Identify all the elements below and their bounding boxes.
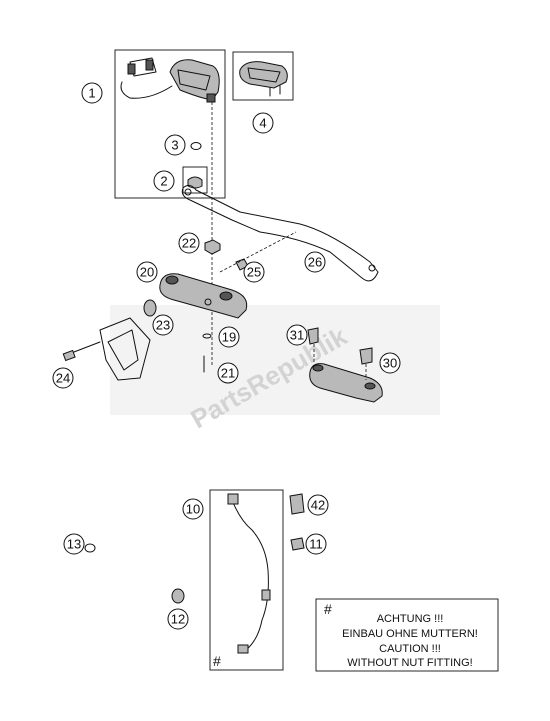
callout-22: 22 bbox=[178, 232, 200, 254]
svg-text:21: 21 bbox=[221, 366, 235, 381]
warning-line-2: EINBAU OHNE MUTTERN! bbox=[342, 628, 478, 640]
svg-text:25: 25 bbox=[247, 265, 261, 280]
warning-hash-mark: # bbox=[324, 601, 332, 617]
cable-hash-mark: # bbox=[213, 653, 221, 669]
svg-text:10: 10 bbox=[186, 502, 200, 517]
speed-sensor-cable[interactable] bbox=[227, 493, 271, 654]
warning-line-3: CAUTION !!! bbox=[379, 643, 441, 655]
svg-text:31: 31 bbox=[290, 328, 304, 343]
speedometer-nut[interactable] bbox=[182, 166, 208, 194]
callout-31: 31 bbox=[286, 324, 308, 346]
display-cover-frame bbox=[232, 51, 294, 101]
svg-text:11: 11 bbox=[309, 537, 323, 552]
svg-text:12: 12 bbox=[171, 612, 185, 627]
magnet-13[interactable] bbox=[84, 543, 96, 553]
warning-line-1: ACHTUNG !!! bbox=[377, 613, 444, 625]
callout-1: 1 bbox=[81, 82, 103, 104]
callout-12: 12 bbox=[167, 608, 189, 630]
callout-25: 25 bbox=[243, 261, 265, 283]
spacer-12[interactable] bbox=[171, 588, 185, 604]
nut-23[interactable] bbox=[143, 299, 157, 317]
svg-text:42: 42 bbox=[311, 498, 325, 513]
mounting-plate[interactable] bbox=[99, 317, 151, 381]
svg-text:4: 4 bbox=[259, 116, 266, 131]
callout-23: 23 bbox=[152, 314, 174, 336]
svg-text:23: 23 bbox=[156, 318, 170, 333]
warning-note-frame bbox=[315, 598, 499, 672]
warning-line-4: WITHOUT NUT FITTING! bbox=[347, 657, 472, 669]
callout-24: 24 bbox=[52, 367, 74, 389]
speedometer-group-frame bbox=[114, 49, 226, 199]
lower-holder[interactable] bbox=[309, 363, 383, 403]
callout-2: 2 bbox=[153, 170, 175, 192]
callout-21: 21 bbox=[217, 362, 239, 384]
washer-19[interactable] bbox=[202, 333, 212, 339]
callout-10: 10 bbox=[182, 498, 204, 520]
callout-26: 26 bbox=[304, 251, 326, 273]
svg-text:19: 19 bbox=[222, 330, 236, 345]
o-ring[interactable] bbox=[190, 142, 202, 150]
spacer-axis-line bbox=[219, 231, 297, 273]
cable-group-frame bbox=[209, 489, 284, 671]
grommet-11[interactable] bbox=[290, 537, 305, 551]
svg-text:20: 20 bbox=[140, 265, 154, 280]
cable-clip-42[interactable] bbox=[289, 493, 305, 515]
instrument-holder[interactable] bbox=[159, 273, 248, 319]
callout-30: 30 bbox=[379, 352, 401, 374]
support-bracket[interactable] bbox=[181, 184, 379, 282]
svg-text:26: 26 bbox=[308, 255, 322, 270]
nut-22[interactable] bbox=[204, 239, 221, 255]
callout-3: 3 bbox=[164, 134, 186, 156]
callout-11: 11 bbox=[305, 533, 327, 555]
svg-text:30: 30 bbox=[383, 356, 397, 371]
bolt-24[interactable] bbox=[62, 341, 101, 362]
callout-20: 20 bbox=[136, 261, 158, 283]
svg-text:22: 22 bbox=[182, 236, 196, 251]
svg-text:13: 13 bbox=[67, 537, 81, 552]
bolt-30[interactable] bbox=[359, 347, 373, 365]
speedometer-unit[interactable] bbox=[120, 57, 220, 103]
warning-note: # ACHTUNG !!! EINBAU OHNE MUTTERN! CAUTI… bbox=[315, 598, 499, 672]
callout-19: 19 bbox=[218, 326, 240, 348]
callout-4: 4 bbox=[252, 112, 274, 134]
bolt-31[interactable] bbox=[307, 327, 319, 345]
svg-text:3: 3 bbox=[171, 138, 178, 153]
display-cover[interactable] bbox=[239, 61, 288, 97]
svg-text:2: 2 bbox=[160, 174, 167, 189]
svg-text:1: 1 bbox=[88, 86, 95, 101]
callout-13: 13 bbox=[63, 533, 85, 555]
svg-text:24: 24 bbox=[56, 371, 70, 386]
callout-42: 42 bbox=[307, 494, 329, 516]
